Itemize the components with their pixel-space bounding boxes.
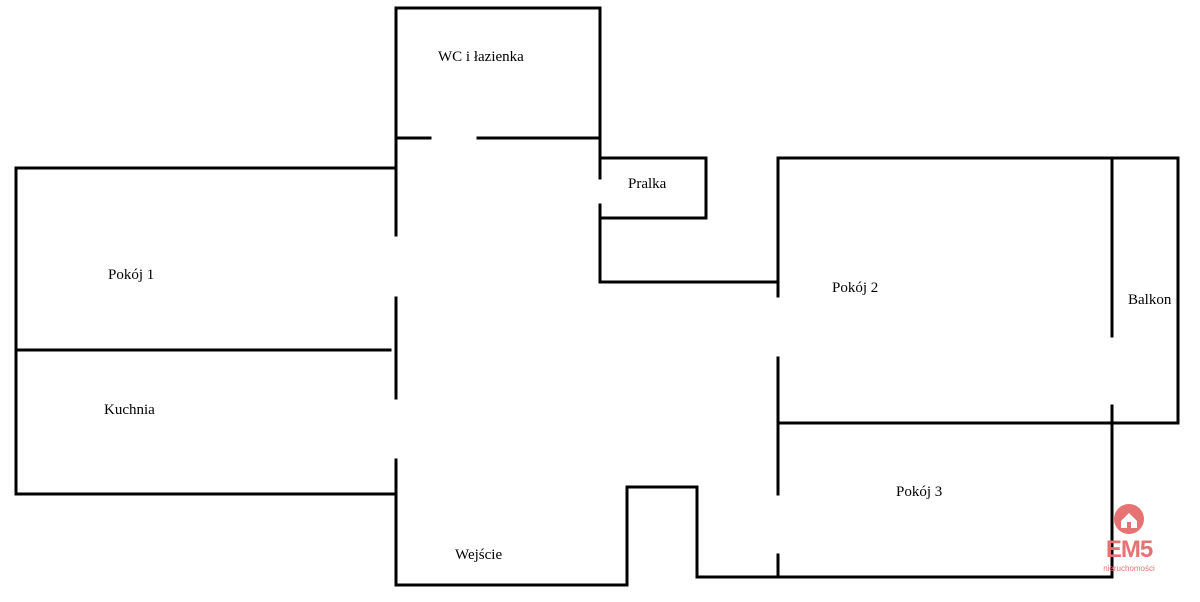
room-label-pralka: Pralka	[628, 176, 667, 192]
brand-logo: EM5 nieruchomości	[1098, 502, 1160, 580]
logo-brand: EM5	[1105, 536, 1153, 563]
room-label-wc: WC i łazienka	[438, 49, 524, 65]
room-label-kuchnia: Kuchnia	[104, 402, 155, 418]
room-label-pokoj3: Pokój 3	[896, 484, 943, 500]
house-icon	[1114, 504, 1144, 534]
room-label-wejscie: Wejście	[455, 547, 503, 563]
room-label-balkon: Balkon	[1128, 292, 1172, 308]
logo-subtitle: nieruchomości	[1103, 564, 1155, 573]
room-label-pokoj2: Pokój 2	[832, 280, 879, 296]
room-label-pokoj1: Pokój 1	[108, 267, 155, 283]
